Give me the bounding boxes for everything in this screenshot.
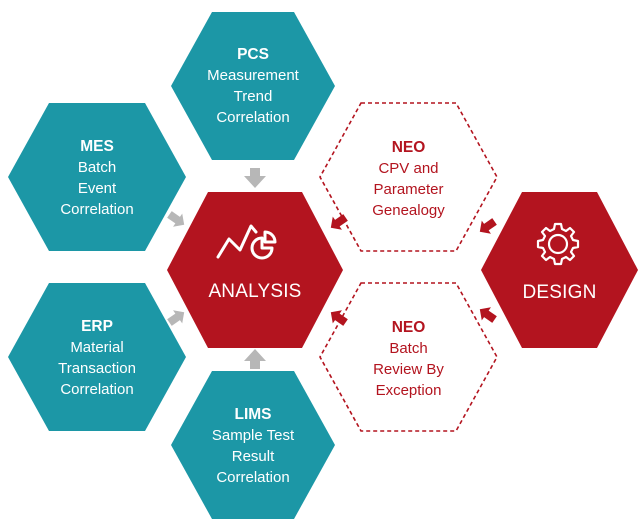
pcs-to-analysis-arrow bbox=[244, 168, 266, 188]
pcs-line-2: Trend bbox=[233, 88, 273, 105]
design-to-neo-bottom-arrow bbox=[479, 307, 497, 323]
neo-top-title: NEO bbox=[391, 139, 426, 156]
neo-bottom-to-analysis-arrow bbox=[330, 310, 348, 326]
mes-line-3: Correlation bbox=[60, 201, 134, 218]
analysis-label: ANALYSIS bbox=[208, 281, 302, 302]
design-to-neo-top-arrow bbox=[479, 218, 497, 234]
lims-hexagon bbox=[171, 371, 335, 519]
pcs-line-1: Measurement bbox=[207, 67, 299, 84]
erp-to-analysis-arrow bbox=[167, 310, 185, 326]
neo-top-text: NEO CPV and Parameter Genealogy bbox=[320, 137, 497, 221]
design-hexagon bbox=[481, 192, 638, 348]
erp-hexagon bbox=[8, 283, 186, 431]
erp-text: ERP Material Transaction Correlation bbox=[8, 316, 186, 400]
pcs-line-3: Correlation bbox=[216, 109, 290, 126]
lims-line-1: Sample Test bbox=[211, 427, 295, 444]
mes-line-2: Event bbox=[77, 180, 117, 197]
mes-title: MES bbox=[80, 138, 114, 155]
neo-top-hexagon bbox=[319, 102, 498, 252]
mes-hexagon bbox=[8, 103, 186, 251]
erp-title: ERP bbox=[81, 318, 113, 335]
mes-line-1: Batch bbox=[77, 159, 117, 176]
pcs-hexagon bbox=[171, 12, 335, 160]
erp-line-2: Transaction bbox=[58, 360, 136, 377]
lims-line-2: Result bbox=[231, 448, 275, 465]
neo-top-line-3: Genealogy bbox=[372, 202, 445, 219]
lims-text: LIMS Sample Test Result Correlation bbox=[171, 404, 335, 488]
gear-icon bbox=[536, 222, 580, 266]
neo-top-to-analysis-arrow bbox=[330, 214, 348, 230]
neo-bottom-line-3: Exception bbox=[375, 382, 442, 399]
lims-title: LIMS bbox=[234, 406, 272, 423]
design-label: DESIGN bbox=[522, 282, 597, 303]
neo-bottom-line-2: Review By bbox=[373, 361, 444, 378]
mes-text: MES Batch Event Correlation bbox=[8, 136, 186, 220]
neo-top-line-1: CPV and bbox=[378, 160, 439, 177]
neo-bottom-text: NEO Batch Review By Exception bbox=[320, 317, 497, 401]
neo-top-line-2: Parameter bbox=[373, 181, 444, 198]
analysis-hexagon bbox=[167, 192, 343, 348]
neo-bottom-title: NEO bbox=[391, 319, 426, 336]
lims-to-analysis-arrow bbox=[244, 349, 266, 369]
erp-line-3: Correlation bbox=[60, 381, 134, 398]
neo-bottom-line-1: Batch bbox=[389, 340, 428, 357]
pcs-title: PCS bbox=[237, 46, 269, 63]
neo-bottom-hexagon bbox=[319, 282, 498, 432]
pcs-text: PCS Measurement Trend Correlation bbox=[171, 44, 335, 128]
erp-line-1: Material bbox=[70, 339, 124, 356]
mes-to-analysis-arrow bbox=[167, 211, 185, 227]
lims-line-3: Correlation bbox=[216, 469, 290, 486]
analytics-chart-icon bbox=[216, 224, 277, 260]
